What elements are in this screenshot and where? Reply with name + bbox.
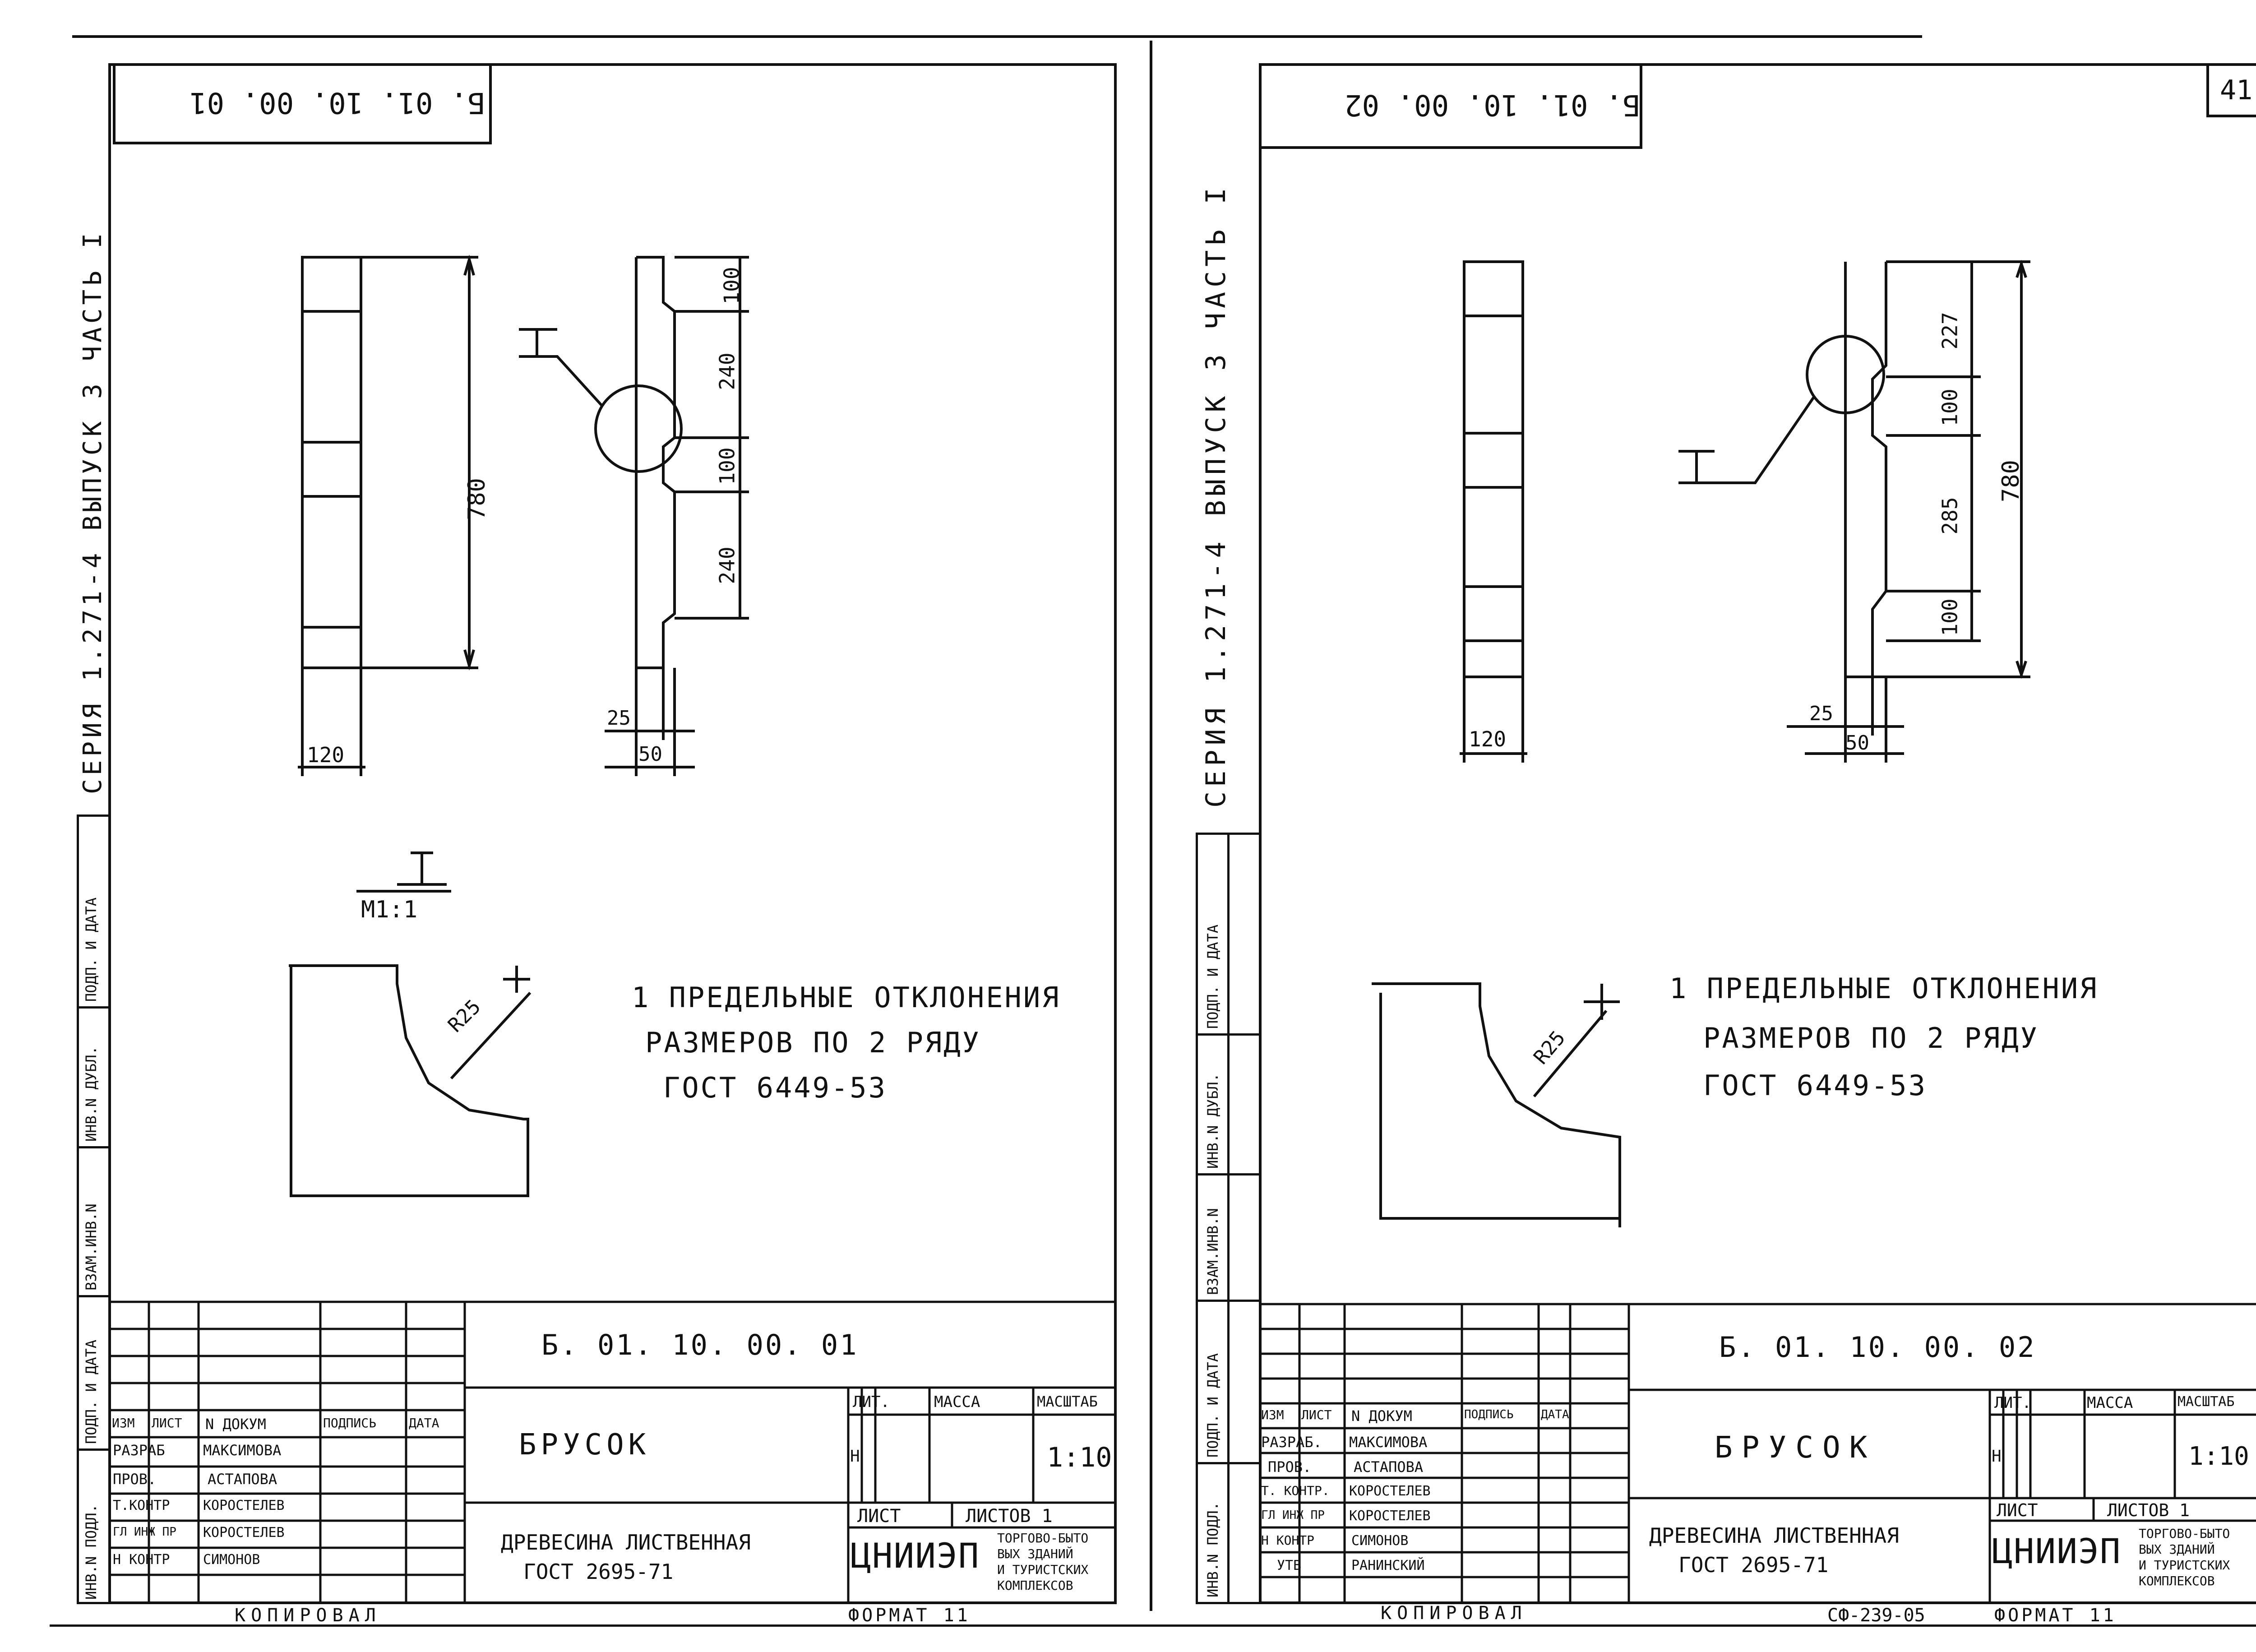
left-title-name: БРУСОК [519,1428,651,1462]
left-dim-thickness: 50 [638,743,662,766]
left-org-logo: ЦНИИЭП [851,1536,980,1576]
right-role-glinzh: ГЛ ИНЖ ПР [1261,1509,1325,1522]
right-note-line3: ГОСТ 6449-53 [1703,1069,1927,1102]
left-code-box [113,63,492,144]
left-material-2: ГОСТ 2695-71 [523,1559,674,1584]
right-role-razrab: РАЗРАБ. [1261,1434,1322,1451]
left-col-list: ЛИСТ [152,1416,182,1430]
right-sheets-label: ЛИСТОВ 1 [2107,1500,2190,1520]
right-org-text4: КОМПЛЕКСОВ [2139,1573,2215,1588]
left-material-1: ДРЕВЕСИНА ЛИСТВЕННАЯ [501,1530,751,1555]
right-name-razrab: МАКСИМОВА [1349,1434,1428,1451]
left-detail-scale: М1:1 [361,896,418,923]
page-number: 41 [2220,74,2253,106]
left-name-tkontr: КОРОСТЕЛЕВ [203,1498,285,1513]
left-note-line1: 1 ПРЕДЕЛЬНЫЕ ОТКЛОНЕНИЯ [632,981,1061,1014]
left-org-text3: И ТУРИСТСКИХ [997,1562,1089,1577]
left-col-data: ДАТА [409,1416,439,1430]
left-role-nkontr: Н КОНТР [113,1552,170,1568]
right-dim-width: 120 [1469,727,1507,751]
left-name-glinzh: КОРОСТЕЛЕВ [203,1525,285,1541]
right-dim-thickness: 50 [1845,731,1869,754]
right-org-text3: И ТУРИСТСКИХ [2139,1558,2230,1573]
right-org-text1: ТОРГОВО-БЫТО [2139,1526,2230,1541]
right-org-text2: ВЫХ ЗДАНИЙ [2139,1542,2215,1557]
right-col-podp: ПОДПИСЬ [1464,1408,1514,1421]
right-scale-value: 1:10 [2188,1442,2249,1471]
right-col-data: ДАТА [1541,1408,1569,1421]
right-name-glinzh: КОРОСТЕЛЕВ [1349,1508,1431,1524]
left-footer-copied: КОПИРОВАЛ [235,1605,381,1626]
left-note-line2: РАЗМЕРОВ ПО 2 РЯДУ [645,1026,981,1059]
left-sheet-label: ЛИСТ [857,1506,901,1527]
right-role-utv: УТВ [1277,1558,1302,1573]
right-col-list: ЛИСТ [1301,1407,1332,1422]
left-col-izm: ИЗМ [112,1416,135,1430]
left-name-razrab: МАКСИМОВА [203,1442,282,1459]
right-title-name: БРУСОК [1715,1430,1877,1465]
left-org-text4: КОМПЛЕКСОВ [997,1578,1073,1593]
right-hdr-scale: МАСШТАБ [2177,1394,2235,1410]
right-name-prov: АСТАПОВА [1354,1458,1424,1476]
left-note-line3: ГОСТ 6449-53 [663,1071,887,1104]
right-role-tkontr: Т. КОНТР. [1261,1483,1330,1498]
left-org-text1: ТОРГОВО-БЫТО [997,1531,1089,1546]
right-footer-copied: КОПИРОВАЛ [1381,1603,1527,1624]
left-hdr-mass: МАССА [934,1393,980,1411]
right-footer-sf: СФ-239-05 [1827,1605,1925,1626]
right-material-2: ГОСТ 2695-71 [1678,1553,1829,1577]
right-name-tkontr: КОРОСТЕЛЕВ [1349,1483,1431,1499]
right-name-utv: РАНИНСКИЙ [1351,1558,1425,1573]
right-org-logo: ЦНИИЭП [1992,1531,2122,1571]
right-lit-value: Н [1992,1447,2002,1466]
left-role-glinzh: ГЛ ИНЖ ПР [113,1525,176,1539]
right-note-line1: 1 ПРЕДЕЛЬНЫЕ ОТКЛОНЕНИЯ [1669,972,2099,1005]
right-footer-format: ФОРМАТ 11 [1994,1605,2117,1626]
right-dim-offset: 25 [1809,702,1833,725]
left-footer-format: ФОРМАТ 11 [848,1605,971,1626]
left-side-stamp-column [77,814,111,1604]
bottom-border-line [50,1624,2256,1627]
right-material-1: ДРЕВЕСИНА ЛИСТВЕННАЯ [1649,1523,1899,1548]
right-code-box [1259,63,1642,149]
left-col-ndok: N ДОКУМ [205,1416,266,1433]
left-dim-offset: 25 [607,707,631,730]
sheet-divider [1150,41,1152,1611]
right-role-prov: ПРОВ. [1268,1458,1312,1476]
right-role-nkontr: Н КОНТР [1261,1533,1315,1548]
left-col-podp: ПОДПИСЬ [323,1416,377,1430]
top-border-line [72,35,1922,38]
right-name-nkontr: СИМОНОВ [1351,1533,1409,1549]
left-hdr-scale: МАСШТАБ [1037,1393,1098,1410]
left-lit-value: Н [850,1447,860,1466]
left-title-code: Б. 01. 10. 00. 01 [541,1328,859,1361]
left-scale-value: 1:10 [1047,1442,1112,1473]
right-sheet-label: ЛИСТ [1997,1500,2038,1520]
right-col-izm: ИЗМ [1261,1407,1284,1422]
right-hdr-mass: МАССА [2087,1394,2133,1412]
left-dim-width: 120 [307,743,345,767]
right-col-ndok: N ДОКУМ [1351,1407,1412,1425]
page-number-box [2206,63,2256,117]
left-sheet-frame [108,63,1117,1604]
right-note-line2: РАЗМЕРОВ ПО 2 РЯДУ [1703,1022,2039,1055]
left-org-text2: ВЫХ ЗДАНИЙ [997,1546,1073,1561]
left-role-tkontr: Т.КОНТР [113,1498,170,1513]
left-sheets-label: ЛИСТОВ 1 [966,1506,1053,1527]
left-name-prov: АСТАПОВА [208,1471,277,1488]
left-role-razrab: РАЗРАБ [113,1442,165,1459]
left-role-prov: ПРОВ. [113,1471,157,1488]
left-hdr-lit: ЛИТ. [853,1393,890,1411]
right-hdr-lit: ЛИТ. [1994,1394,2031,1412]
left-name-nkontr: СИМОНОВ [203,1552,260,1568]
right-title-code: Б. 01. 10. 00. 02 [1719,1331,2036,1364]
